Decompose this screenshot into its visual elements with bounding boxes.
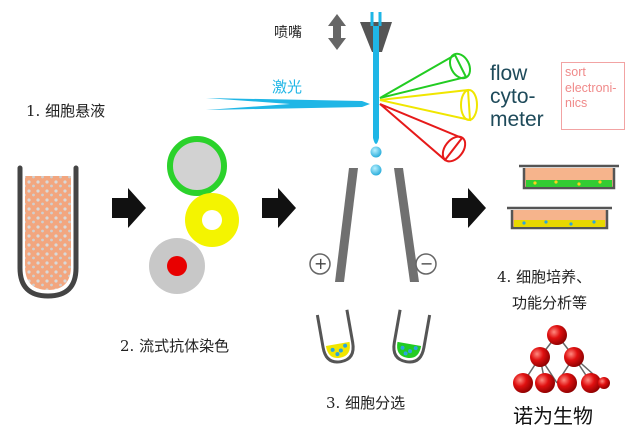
suspension-tube — [17, 165, 79, 299]
laser-beam — [206, 98, 370, 110]
sort-line-1: sort — [565, 65, 586, 79]
step1-label: 1. 细胞悬液 — [26, 102, 106, 120]
brand-name: 诺为生物 — [513, 404, 593, 428]
sort-line-2: electroni- — [565, 80, 617, 95]
minus-electrode-icon — [415, 253, 437, 275]
detector-cone-green — [379, 52, 472, 99]
deflection-plate-right — [394, 168, 419, 282]
detector-cone-red — [379, 103, 467, 163]
cell-red-dot — [149, 238, 205, 294]
collection-tube-right — [392, 309, 432, 364]
flow-line-3: meter — [490, 108, 544, 131]
culture-plate-yellow — [507, 206, 612, 230]
fluid-stream — [370, 26, 382, 176]
flow-arrow-1 — [112, 188, 146, 228]
plus-sign: + — [314, 254, 328, 273]
brand-logo — [513, 325, 610, 393]
minus-sign: − — [420, 254, 434, 273]
culture-plate-green — [519, 164, 619, 190]
flow-cytometer-label: flow cyto- meter — [490, 62, 544, 131]
step4-label-line2: 功能分析等 — [512, 294, 588, 312]
flow-line-2: cyto- — [490, 85, 536, 108]
deflection-plate-left — [335, 168, 358, 282]
laser-label: 激光 — [272, 78, 303, 96]
cell-green-ring — [167, 136, 227, 196]
plus-electrode-icon — [309, 253, 331, 275]
nozzle-label: 喷嘴 — [274, 25, 302, 41]
flow-arrow-2 — [262, 188, 296, 228]
sort-electronics-box: sort electroni- nics — [561, 62, 625, 130]
collection-tube-left — [315, 309, 355, 364]
flow-arrow-3 — [452, 188, 486, 228]
flow-line-1: flow — [490, 62, 528, 85]
step2-label: 2. 流式抗体染色 — [120, 337, 230, 355]
step3-label: 3. 细胞分选 — [326, 394, 406, 412]
step4-label-line1: 4. 细胞培养、 — [497, 268, 592, 286]
cell-yellow-ring — [185, 193, 239, 247]
sort-line-3: nics — [565, 96, 588, 110]
detector-cone-yellow — [379, 88, 478, 122]
nozzle-adjust-icon — [328, 14, 346, 50]
